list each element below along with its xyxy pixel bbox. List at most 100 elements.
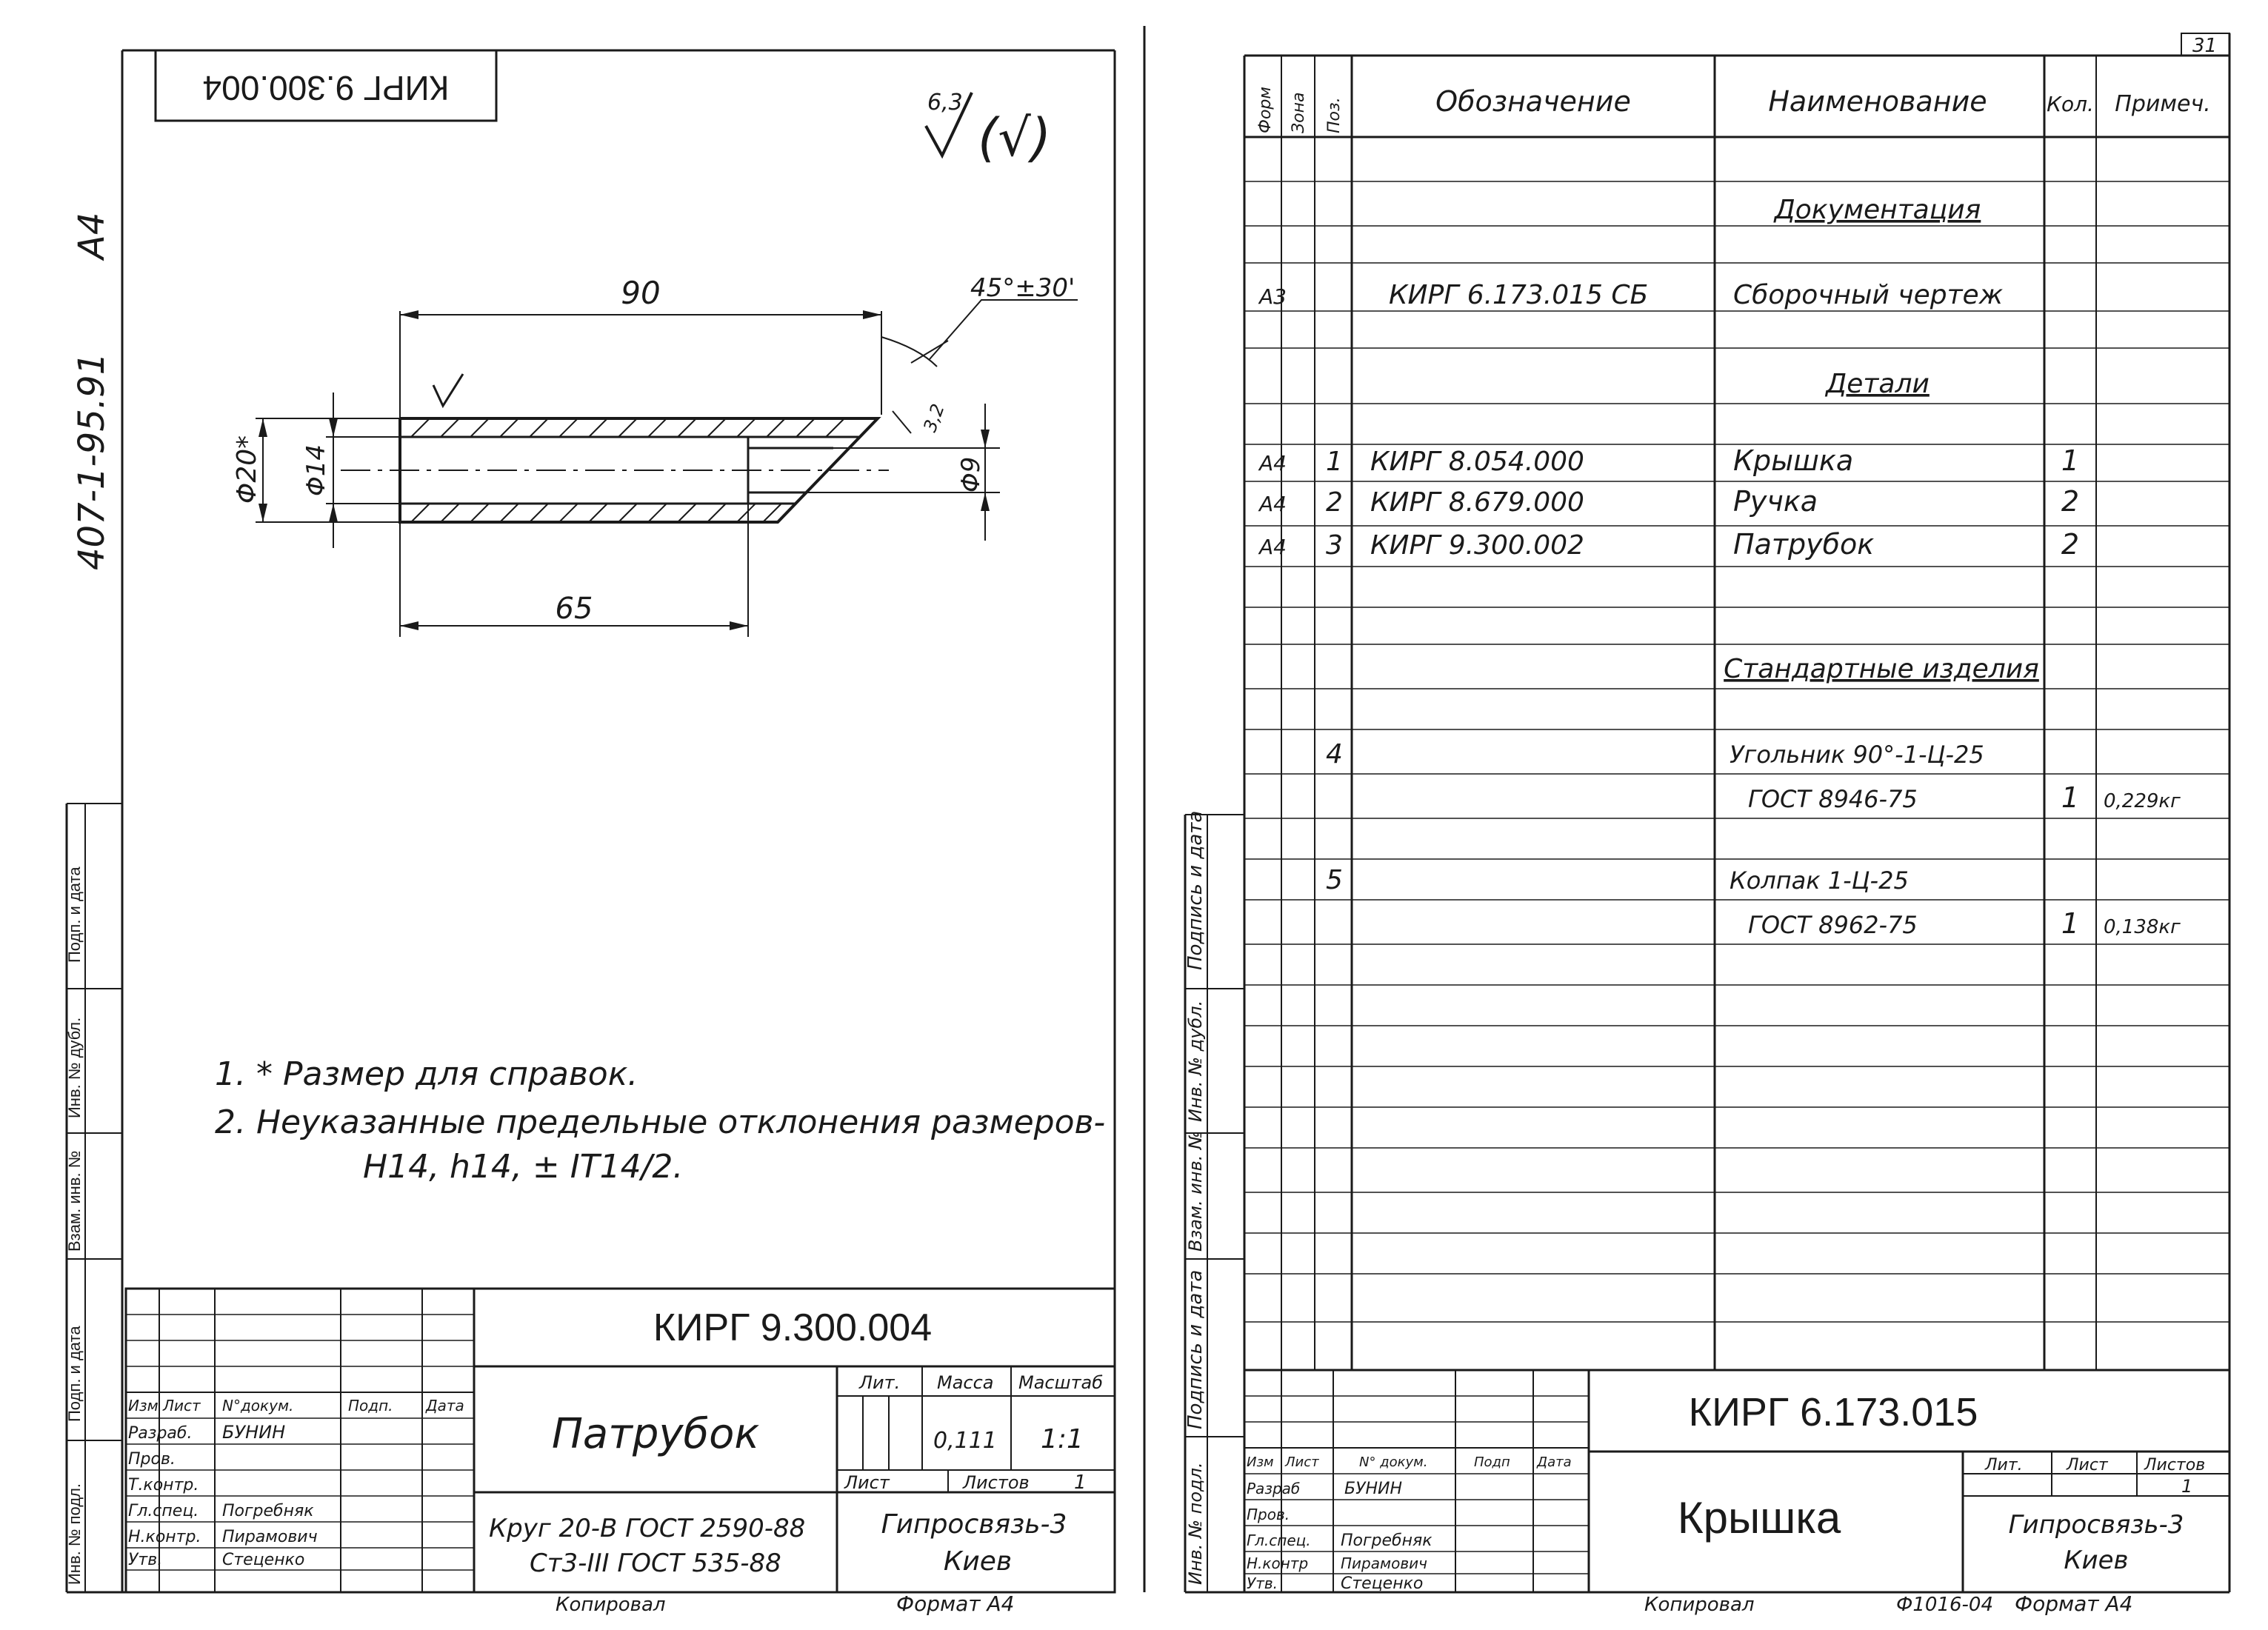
r-col-doc: N° докум. xyxy=(1359,1454,1427,1470)
table-row: ГОСТ 8962-75 1 0,138кг xyxy=(1748,907,2181,940)
sheets-value: 1 xyxy=(1074,1472,1087,1494)
table-row: А4 2 КИРГ 8.679.000 Ручка 2 xyxy=(1258,485,2079,518)
r-title-name: Крышка xyxy=(1678,1493,1841,1543)
format-label: Формат А4 xyxy=(896,1591,1014,1616)
role-4-name: Погребняк xyxy=(222,1502,314,1520)
title-material-1: Круг 20-В ГОСТ 2590-88 xyxy=(489,1514,805,1543)
right-sheet: 31 xyxy=(1143,26,2231,1616)
row-6-name: Стандартные изделия xyxy=(1724,654,2039,684)
table-row: 4 Угольник 90°-1-Ц-25 xyxy=(1326,739,1984,769)
role-2: Пров. xyxy=(128,1450,176,1469)
row-4-pos: 2 xyxy=(1326,487,1343,518)
col-izm: Изм xyxy=(128,1397,159,1414)
rside-col-3: Взам. инв. № xyxy=(1185,1131,1206,1252)
dim-chamfer-angle: 45°±30' xyxy=(970,273,1075,303)
row-3-name: Крышка xyxy=(1733,444,1853,477)
table-row: А3 КИРГ 6.173.015 СБ Сборочный чертеж xyxy=(1258,280,2004,310)
r-col-date: Дата xyxy=(1536,1454,1572,1470)
hdr-name: Наименование xyxy=(1768,85,1987,118)
mass-label: Масса xyxy=(937,1372,994,1393)
row-9-pos: 5 xyxy=(1326,865,1343,895)
table-row: Стандартные изделия xyxy=(1724,654,2039,684)
role-1: Разраб. xyxy=(128,1424,192,1443)
copied-label: Копировал xyxy=(556,1594,666,1616)
left-title-block: Изм Лист N°докум. Подп. Дата Разраб. БУН… xyxy=(124,1287,1116,1616)
row-3-designation: КИРГ 8.054.000 xyxy=(1370,447,1584,477)
row-3-qty: 1 xyxy=(2061,444,2079,477)
role-4: Гл.спец. xyxy=(128,1502,199,1520)
row-10-name: ГОСТ 8962-75 xyxy=(1748,911,1918,939)
role-5: Н.контр. xyxy=(128,1528,201,1546)
lit-label: Лит. xyxy=(858,1372,900,1393)
r-role-4-name: Пирамович xyxy=(1341,1554,1427,1572)
row-8-qty: 1 xyxy=(2061,781,2079,814)
role-6: Утв. xyxy=(128,1551,162,1569)
row-10-note: 0,138кг xyxy=(2104,916,2181,938)
col-list: Лист xyxy=(162,1397,201,1414)
row-1-designation: КИРГ 6.173.015 СБ xyxy=(1389,280,1648,310)
dim-chamfer-size: 3,2 xyxy=(919,401,948,435)
sheet-label: Лист xyxy=(844,1472,890,1493)
org-1: Гипросвязь-3 xyxy=(881,1509,1067,1540)
left-sheet: КИРГ 9.300.004 407-1-95.91 A4 Подп. и да… xyxy=(65,49,1116,1616)
r-role-4: Н.контр xyxy=(1247,1554,1308,1572)
row-4-name: Ручка xyxy=(1733,485,1818,518)
page-number: 31 xyxy=(2192,35,2217,57)
right-side-columns: Подпись и дата Инв. № дубл. Взам. инв. №… xyxy=(1184,811,1244,1592)
hdr-zone: Зона xyxy=(1290,93,1308,133)
row-7-pos: 4 xyxy=(1326,739,1343,769)
table-row: А4 3 КИРГ 9.300.002 Патрубок 2 xyxy=(1258,528,2079,561)
spec-header: Форм Зона Поз. Обозначение Наименование … xyxy=(1256,85,2211,133)
col-sign: Подп. xyxy=(348,1397,393,1414)
role-3: Т.контр. xyxy=(128,1476,199,1494)
table-row: Детали xyxy=(1824,369,1930,399)
role-1-name: БУНИН xyxy=(222,1422,285,1443)
top-stamp-text: КИРГ 9.300.004 xyxy=(203,69,450,107)
side-col-5: Инв. № подл. xyxy=(65,1483,84,1585)
r-role-5-name: Стеценко xyxy=(1341,1574,1423,1593)
row-0-name: Документация xyxy=(1773,195,1981,225)
dim-length-total: 90 xyxy=(621,275,660,311)
side-col-2: Инв. № дубл. xyxy=(65,1018,84,1118)
row-5-qty: 2 xyxy=(2061,528,2079,561)
row-1-format: А3 xyxy=(1258,284,1287,309)
title-material-2: Ст3-III ГОСТ 535-88 xyxy=(530,1549,781,1578)
r-col-list: Лист xyxy=(1284,1454,1319,1470)
left-side-columns: Подп. и дата Инв. № дубл. Взам. инв. № П… xyxy=(65,803,122,1592)
rside-col-2: Инв. № дубл. xyxy=(1185,1001,1206,1122)
side-code: 407-1-95.91 xyxy=(71,353,113,570)
row-4-format: А4 xyxy=(1258,492,1287,516)
dim-bore-dia: Φ9 xyxy=(956,457,986,492)
rside-col-1: Подпись и дата xyxy=(1184,811,1207,970)
row-2-name: Детали xyxy=(1824,369,1930,399)
r-role-2: Пров. xyxy=(1247,1506,1290,1523)
title-name: Патрубок xyxy=(552,1410,760,1458)
r-copied-label: Копировал xyxy=(1644,1594,1755,1616)
col-date: Дата xyxy=(425,1397,464,1414)
role-6-name: Стеценко xyxy=(222,1551,304,1569)
sheets-label: Листов xyxy=(962,1472,1030,1493)
row-3-pos: 1 xyxy=(1326,447,1343,477)
hdr-qty: Кол. xyxy=(2047,92,2094,116)
title-designation: КИРГ 9.300.004 xyxy=(653,1306,932,1349)
row-5-designation: КИРГ 9.300.002 xyxy=(1370,530,1584,561)
row-4-designation: КИРГ 8.679.000 xyxy=(1370,487,1584,518)
dim-length-inner: 65 xyxy=(556,592,593,626)
part-drawing: 90 65 Φ20* Φ14 Φ9 45°±30' xyxy=(232,273,1078,637)
r-sheets-value: 1 xyxy=(2181,1476,2192,1497)
r-sheet-label: Лист xyxy=(2066,1456,2109,1474)
r-col-sign: Подп xyxy=(1474,1454,1510,1470)
hdr-format: Форм xyxy=(1256,87,1275,133)
row-8-note: 0,229кг xyxy=(2104,790,2181,812)
r-sheets-label: Листов xyxy=(2144,1456,2205,1474)
table-row: ГОСТ 8946-75 1 0,229кг xyxy=(1748,781,2181,814)
side-col-3: Взам. инв. № xyxy=(65,1151,84,1252)
spec-table-grid xyxy=(1244,56,2229,1372)
row-7-name: Угольник 90°-1-Ц-25 xyxy=(1730,741,1984,769)
hdr-pos: Поз. xyxy=(1325,97,1344,133)
right-title-block: Изм Лист N° докум. Подп Дата Разраб БУНИ… xyxy=(1244,1369,2229,1616)
row-10-qty: 1 xyxy=(2061,907,2079,940)
roughness-symbol: 6,3 (√) xyxy=(924,90,1051,168)
r-role-5: Утв. xyxy=(1247,1574,1278,1592)
